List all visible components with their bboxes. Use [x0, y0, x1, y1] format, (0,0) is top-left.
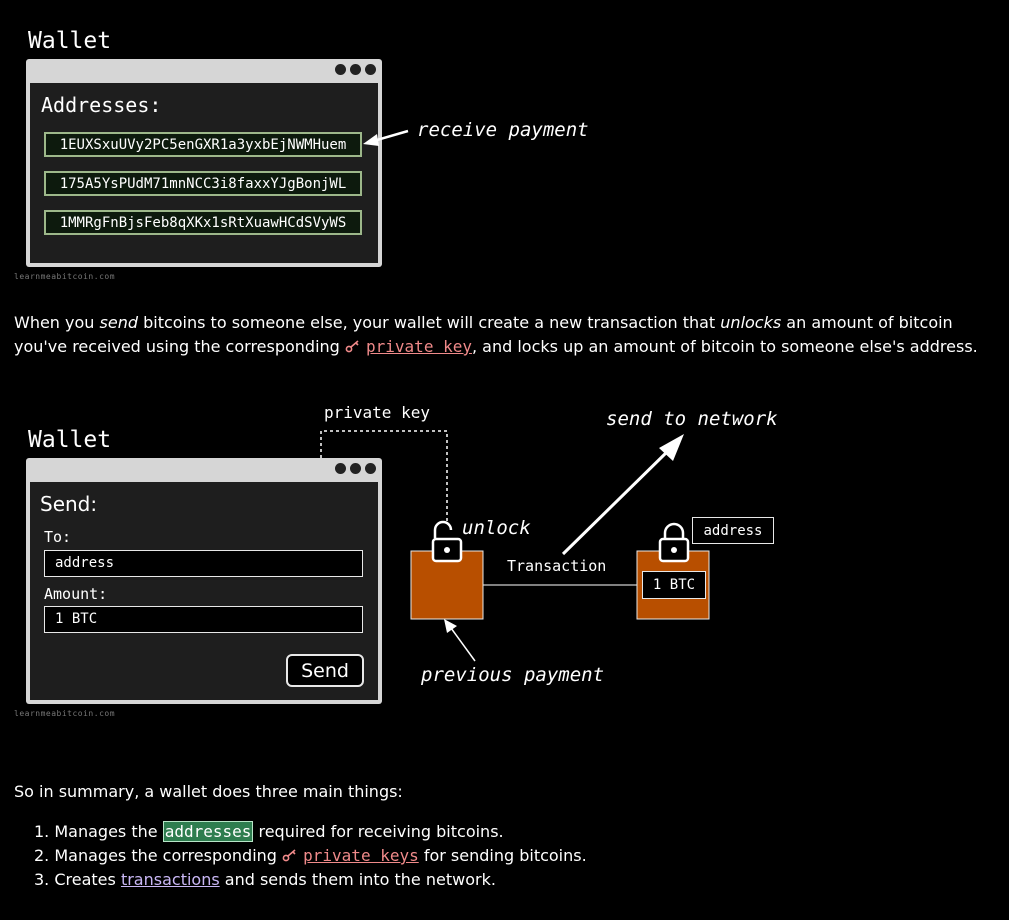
- text: and sends them into the network.: [219, 870, 496, 889]
- output-value-box: 1 BTC: [642, 571, 706, 599]
- list-number: 3.: [34, 870, 50, 889]
- input-utxo-box: [410, 550, 484, 620]
- address-item[interactable]: 1EUXSxuUVy2PC5enGXR1a3yxbEjNWMHuem: [44, 132, 362, 157]
- arrow-head-icon: [659, 434, 684, 461]
- text-emphasis: unlocks: [720, 313, 782, 332]
- address-item[interactable]: 175A5YsPUdM71mnNCC3i8faxxYJgBonjWL: [44, 171, 362, 196]
- to-address-input[interactable]: address: [44, 550, 363, 577]
- previous-payment-label: previous payment: [421, 664, 605, 686]
- receive-payment-label: receive payment: [417, 119, 589, 141]
- text: you've received using the corresponding: [14, 337, 345, 356]
- locked-padlock-icon: [658, 522, 690, 563]
- text: for sending bitcoins.: [418, 846, 587, 865]
- send-button[interactable]: Send: [286, 654, 364, 687]
- private-key-label: private key: [324, 403, 430, 422]
- unlocked-padlock-icon: [431, 520, 463, 563]
- text-emphasis: send: [99, 313, 138, 332]
- explanation-paragraph: When you send bitcoins to someone else, …: [14, 311, 1004, 359]
- window-controls: [335, 463, 376, 474]
- addresses-heading: Addresses:: [41, 93, 162, 117]
- summary-intro: So in summary, a wallet does three main …: [14, 782, 403, 801]
- wallet-body: Addresses: 1EUXSxuUVy2PC5enGXR1a3yxbEjNW…: [30, 83, 378, 263]
- send-heading: Send:: [40, 492, 98, 516]
- credit-text: learnmeabitcoin.com: [14, 709, 116, 718]
- private-key-link[interactable]: private key: [366, 337, 472, 356]
- window-dot-icon[interactable]: [350, 463, 361, 474]
- window-dot-icon[interactable]: [350, 64, 361, 75]
- unlock-label: unlock: [462, 517, 531, 539]
- arrow-head-icon: [444, 619, 457, 633]
- summary-list-item: 2. Manages the corresponding private key…: [34, 844, 587, 868]
- summary-list-item: 3. Creates transactions and sends them i…: [34, 868, 496, 892]
- credit-text: learnmeabitcoin.com: [14, 272, 116, 281]
- wallet-window: Addresses: 1EUXSxuUVy2PC5enGXR1a3yxbEjNW…: [26, 59, 382, 267]
- list-number: 2.: [34, 846, 50, 865]
- text: required for receiving bitcoins.: [253, 822, 504, 841]
- transactions-link[interactable]: transactions: [120, 870, 220, 889]
- wallet-send-window: Send: To: address Amount: 1 BTC Send: [26, 458, 382, 704]
- private-keys-link[interactable]: private keys: [303, 846, 419, 865]
- address-item[interactable]: 1MMRgFnBjsFeb8qXKx1sRtXuawHCdSVyWS: [44, 210, 362, 235]
- key-icon: [345, 340, 359, 353]
- addresses-link[interactable]: addresses: [162, 821, 254, 842]
- list-number: 1.: [34, 822, 50, 841]
- send-to-network-label: send to network: [606, 408, 778, 430]
- window-dot-icon[interactable]: [335, 64, 346, 75]
- private-key-dashed-line: [320, 430, 448, 523]
- window-dot-icon[interactable]: [335, 463, 346, 474]
- transaction-label: Transaction: [507, 557, 607, 575]
- amount-label: Amount:: [44, 585, 108, 603]
- send-arrow-icon: [561, 447, 672, 556]
- wallet-body: Send: To: address Amount: 1 BTC Send: [30, 482, 378, 700]
- text: When you: [14, 313, 100, 332]
- receive-arrow-icon: [363, 129, 409, 146]
- summary-list-item: 1. Manages the addresses required for re…: [34, 820, 504, 844]
- window-dot-icon[interactable]: [365, 463, 376, 474]
- amount-input[interactable]: 1 BTC: [44, 606, 363, 633]
- text: Manages the: [54, 822, 163, 841]
- previous-payment-arrow-icon: [450, 627, 476, 662]
- text: Creates: [54, 870, 121, 889]
- window-dot-icon[interactable]: [365, 64, 376, 75]
- key-icon: [282, 849, 296, 862]
- window-controls: [335, 64, 376, 75]
- text: an amount of bitcoin: [781, 313, 953, 332]
- text: bitcoins to someone else, your wallet wi…: [138, 313, 721, 332]
- to-label: To:: [44, 528, 72, 546]
- wallet-title: Wallet: [28, 28, 112, 54]
- wallet-title: Wallet: [28, 427, 112, 453]
- text: Manages the corresponding: [54, 846, 283, 865]
- address-label-box: address: [692, 517, 774, 544]
- text: , and locks up an amount of bitcoin to s…: [471, 337, 978, 356]
